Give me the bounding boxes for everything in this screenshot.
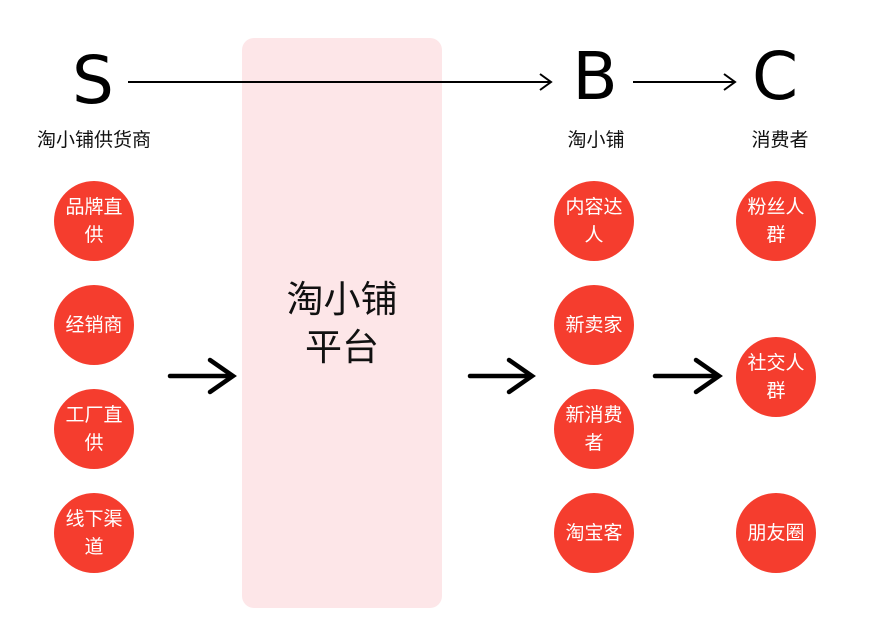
platform-title-line2: 平台 [305,326,379,369]
c-node: 朋友圈 [736,493,816,573]
label-c: 消费者 [751,129,809,151]
suppliers-to-platform-arrow [167,357,237,395]
c-node: 粉丝人群 [736,181,816,261]
letter-c: C [751,38,799,115]
letter-b: B [572,38,618,115]
b-node: 淘宝客 [554,493,634,573]
b-node: 新卖家 [554,285,634,365]
platform-title-line1: 淘小铺 [286,278,398,321]
c-node: 社交人群 [736,337,816,417]
label-suppliers: 淘小铺供货商 [36,129,151,151]
label-b: 淘小铺 [567,129,625,151]
supplier-node: 品牌直供 [54,181,134,261]
b-node: 内容达人 [554,181,634,261]
supplier-node: 工厂直供 [54,389,134,469]
supplier-node: 经销商 [54,285,134,365]
platform-title: 淘小铺 平台 [242,276,442,372]
platform-to-b-arrow [467,357,536,395]
b-to-c-thick-arrow [652,357,723,395]
platform-panel [242,38,442,608]
letter-s: S [72,42,114,119]
b-node: 新消费者 [554,389,634,469]
supplier-node: 线下渠道 [54,493,134,573]
